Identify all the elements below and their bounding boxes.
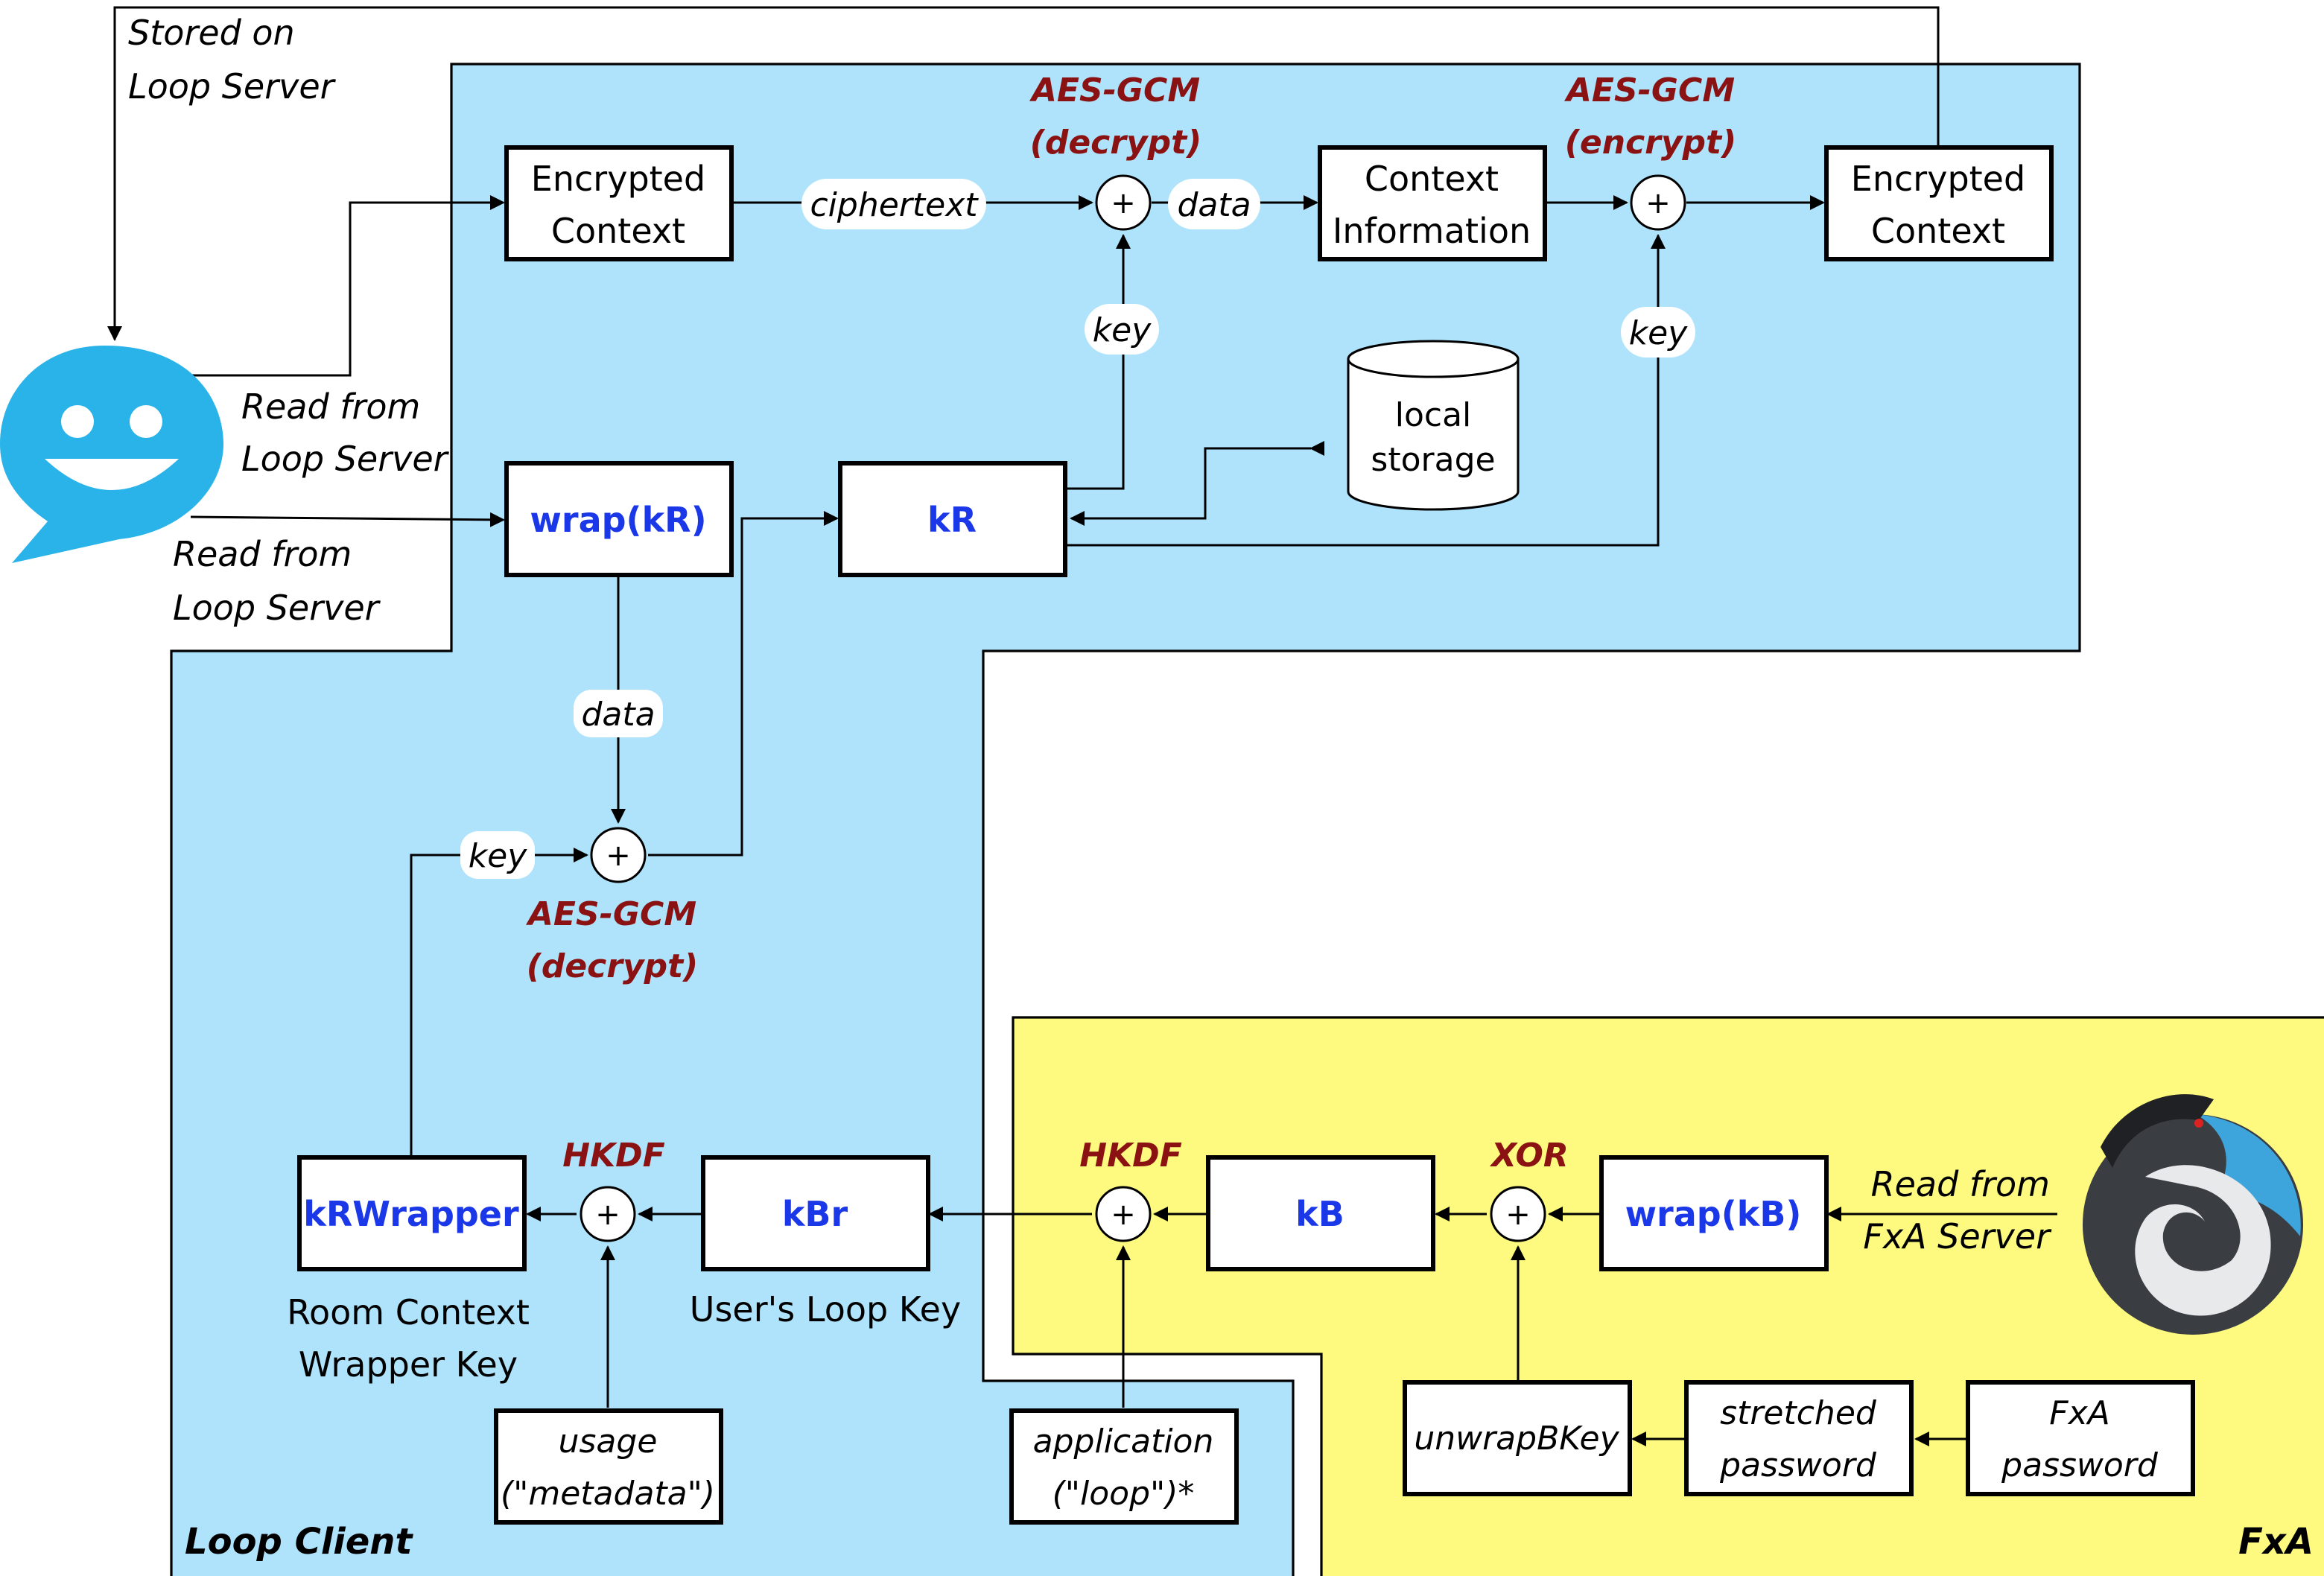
- read-from-loop-server-1-line2: Loop Server: [241, 439, 450, 479]
- key-mid-pill: [460, 831, 535, 879]
- read-from-loop-server-2-line1: Read from: [173, 534, 352, 574]
- read-from-fxa-server-line1: Read from: [1871, 1164, 2050, 1204]
- data-top-pill: [1168, 179, 1260, 229]
- hkdf-right-combiner: +: [1095, 1186, 1152, 1242]
- stored-on-loop-server-line1: Stored on: [128, 13, 295, 53]
- ciphertext-label: ciphertext: [810, 186, 979, 224]
- room-context-wrapper-key-line2: Wrapper Key: [299, 1344, 518, 1385]
- svg-text:unwrapBKey: unwrapBKey: [1414, 1420, 1619, 1458]
- hkdf-left-combiner: +: [580, 1186, 636, 1242]
- unwrapbkey-box: unwrapBKey: [1403, 1380, 1632, 1496]
- encrypted-context-input-box: Encrypted Context: [504, 145, 734, 261]
- svg-text:("loop")*: ("loop")*: [1053, 1475, 1195, 1513]
- key-decrypt-label: key: [1093, 311, 1152, 349]
- svg-text:kR: kR: [927, 500, 977, 540]
- usage-box: usage ("metadata"): [494, 1408, 723, 1525]
- svg-text:Information: Information: [1333, 211, 1531, 251]
- data-mid-label: data: [581, 696, 655, 734]
- hkdf-left-label: HKDF: [562, 1137, 665, 1175]
- svg-text:kBr: kBr: [782, 1194, 848, 1234]
- svg-text:storage: storage: [1371, 441, 1495, 479]
- svg-text:application: application: [1033, 1423, 1214, 1461]
- data-mid-pill: [574, 690, 663, 737]
- svg-text:password: password: [2001, 1446, 2159, 1484]
- aes-decrypt-top-combiner: +: [1095, 174, 1152, 231]
- svg-text:+: +: [606, 839, 631, 873]
- aes-decrypt-mid-label: AES-GCM: [526, 895, 696, 933]
- ciphertext-pill: [801, 179, 986, 229]
- encrypted-context-output-box: Encrypted Context: [1824, 145, 2054, 261]
- svg-text:Encrypted: Encrypted: [531, 159, 705, 199]
- kr-box: kR: [838, 461, 1067, 577]
- svg-text:password: password: [1719, 1446, 1877, 1484]
- fxa-password-box: FxA password: [1966, 1380, 2195, 1496]
- svg-text:local: local: [1395, 396, 1472, 434]
- aes-decrypt-mid-sublabel: (decrypt): [527, 947, 699, 985]
- read-from-fxa-server-line2: FxA Server: [1863, 1216, 2052, 1256]
- key-encrypt-pill: [1621, 307, 1695, 358]
- hkdf-right-label: HKDF: [1079, 1137, 1182, 1175]
- svg-text:wrap(kB): wrap(kB): [1625, 1194, 1802, 1234]
- room-context-wrapper-key-line1: Room Context: [287, 1292, 530, 1332]
- xor-label: XOR: [1489, 1137, 1569, 1175]
- loop-client-region: [170, 63, 2081, 1576]
- svg-text:("metadata"): ("metadata"): [501, 1475, 715, 1513]
- loop-chat-bubble-icon: [0, 346, 223, 563]
- svg-text:kB: kB: [1295, 1194, 1344, 1234]
- application-box: application ("loop")*: [1009, 1408, 1239, 1525]
- stretched-password-box: stretched password: [1684, 1380, 1914, 1496]
- kb-box: kB: [1206, 1155, 1435, 1271]
- aes-encrypt-top-combiner: +: [1630, 174, 1686, 231]
- key-mid-label: key: [469, 837, 528, 875]
- svg-text:Encrypted: Encrypted: [1851, 159, 2025, 199]
- data-top-label: data: [1177, 186, 1251, 224]
- loop-client-label: Loop Client: [185, 1521, 413, 1563]
- wrap-kb-box: wrap(kB): [1599, 1155, 1829, 1271]
- svg-text:+: +: [1645, 186, 1671, 220]
- svg-text:+: +: [1505, 1198, 1531, 1232]
- xor-combiner: +: [1490, 1186, 1546, 1242]
- svg-text:FxA: FxA: [2049, 1394, 2109, 1432]
- aes-decrypt-top-label: AES-GCM: [1029, 72, 1200, 109]
- kbr-box: kBr: [701, 1155, 930, 1271]
- svg-text:wrap(kR): wrap(kR): [530, 500, 706, 540]
- svg-text:+: +: [595, 1198, 620, 1232]
- krwrapper-box: kRWrapper: [297, 1155, 527, 1271]
- svg-text:kRWrapper: kRWrapper: [303, 1194, 519, 1234]
- fxa-label: FxA: [2238, 1521, 2314, 1563]
- key-encrypt-label: key: [1629, 314, 1689, 352]
- aes-decrypt-top-sublabel: (decrypt): [1030, 124, 1202, 162]
- svg-text:usage: usage: [559, 1423, 658, 1461]
- svg-text:Context: Context: [551, 211, 685, 251]
- key-decrypt-pill: [1085, 304, 1159, 355]
- aes-encrypt-top-label: AES-GCM: [1564, 72, 1735, 109]
- svg-text:+: +: [1111, 1198, 1136, 1232]
- users-loop-key-label: User's Loop Key: [690, 1289, 961, 1329]
- firefox-accounts-logo-icon: [2083, 1094, 2303, 1335]
- local-storage-cylinder: local storage: [1347, 340, 1520, 511]
- svg-text:Context: Context: [1871, 211, 2005, 251]
- read-from-loop-server-2-line2: Loop Server: [173, 588, 381, 628]
- context-information-box: Context Information: [1318, 145, 1547, 261]
- aes-encrypt-top-sublabel: (encrypt): [1565, 124, 1736, 162]
- stored-on-loop-server-line2: Loop Server: [128, 66, 337, 107]
- wrap-kr-box: wrap(kR): [504, 461, 734, 577]
- svg-text:+: +: [1111, 186, 1136, 220]
- aes-decrypt-mid-combiner: +: [590, 827, 647, 883]
- read-from-loop-server-1-line1: Read from: [241, 387, 420, 427]
- svg-text:Context: Context: [1365, 159, 1499, 199]
- svg-text:stretched: stretched: [1720, 1394, 1877, 1432]
